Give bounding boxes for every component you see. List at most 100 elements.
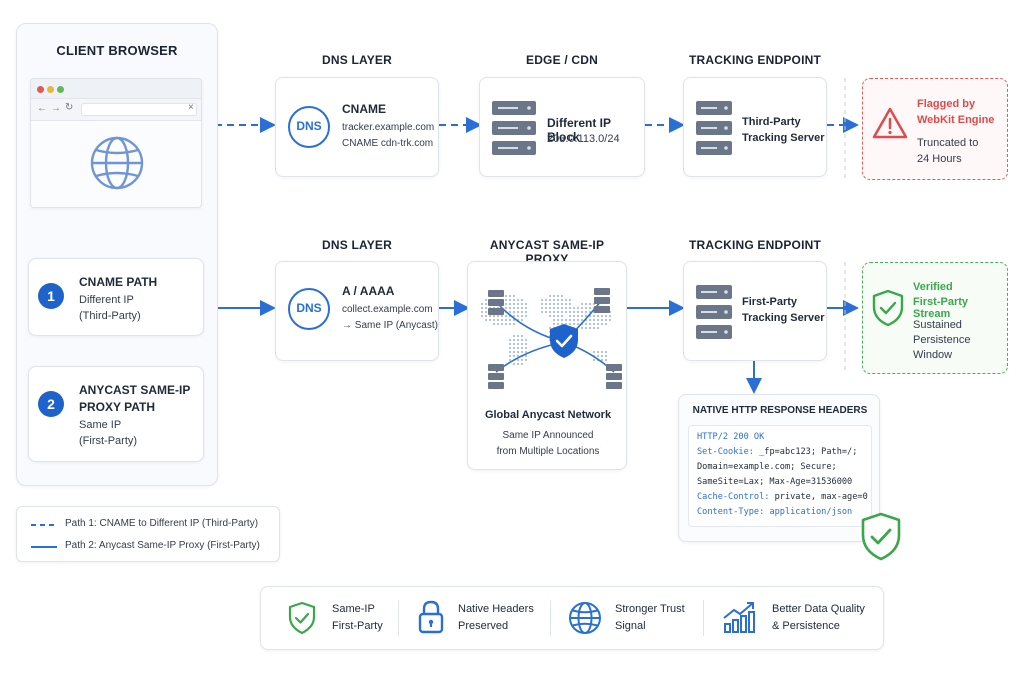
row2-track-line2: Tracking Server: [742, 312, 825, 324]
row1-track-card: Third-Party Tracking Server: [683, 77, 827, 177]
lock-icon: [418, 600, 444, 634]
flagged-line4: 24 Hours: [917, 153, 962, 165]
header-set-cookie: Set-Cookie: _fp=abc123; Path=/;: [697, 447, 858, 457]
window-minimize-dot[interactable]: [47, 86, 54, 93]
globe-icon: [90, 136, 144, 190]
map-dot: [584, 302, 588, 306]
address-clear-icon[interactable]: ×: [188, 102, 194, 113]
row1-edge-ip-block: 203.0.113.0/24: [547, 133, 620, 145]
address-bar[interactable]: [81, 103, 197, 116]
map-dot: [516, 338, 520, 342]
row1-track-line2: Tracking Server: [742, 132, 825, 144]
map-dot: [512, 322, 516, 326]
map-dot: [556, 318, 560, 322]
map-dot: [572, 310, 576, 314]
row1-track-line1: Third-Party: [742, 116, 801, 128]
client-browser-title: CLIENT BROWSER: [56, 43, 178, 58]
map-dot: [608, 314, 612, 318]
browser-toolbar: ← → ↻ ×: [31, 99, 201, 121]
map-dot: [576, 306, 580, 310]
map-dot: [544, 302, 548, 306]
map-dot: [584, 306, 588, 310]
proxy-line1: Same IP Announced: [502, 430, 594, 441]
map-dot: [576, 322, 580, 326]
map-dot: [508, 338, 512, 342]
verified-line2: First-Party Stream: [913, 296, 969, 320]
header-set-cookie-line3: SameSite=Lax; Max-Age=31536000: [697, 477, 853, 487]
map-dot: [516, 354, 520, 358]
map-dot: [516, 298, 520, 302]
cname-path-line2: (Third-Party): [79, 310, 141, 322]
map-dot: [596, 314, 600, 318]
map-dot: [596, 354, 600, 358]
map-dot: [568, 310, 572, 314]
map-dot: [600, 354, 604, 358]
map-dot: [604, 354, 608, 358]
map-dot: [520, 310, 524, 314]
server-icon: [492, 101, 536, 155]
map-dot: [544, 306, 548, 310]
verified-line4: Persistence: [913, 334, 971, 346]
shield-check-icon: [550, 324, 578, 358]
map-dot: [580, 310, 584, 314]
flagged-line1: Flagged by: [917, 98, 976, 110]
map-dot: [556, 302, 560, 306]
anycast-path-title-line2: PROXY PATH: [79, 400, 156, 414]
map-dot: [508, 350, 512, 354]
verified-line5: Window: [913, 349, 953, 361]
chart-growth-icon: [723, 602, 755, 633]
map-dot: [484, 298, 488, 302]
shield-check-icon: [288, 601, 316, 635]
map-dot: [504, 294, 508, 298]
map-dot: [516, 310, 520, 314]
http-headers-title: NATIVE HTTP RESPONSE HEADERS: [692, 405, 868, 416]
map-dot: [600, 358, 604, 362]
map-dot: [556, 310, 560, 314]
row1-dns-card: DNS CNAME tracker.example.com CNAME cdn-…: [275, 77, 439, 177]
benefit-data-quality-line2: & Persistence: [772, 620, 840, 632]
map-dot: [484, 310, 488, 314]
map-dot: [608, 318, 612, 322]
reload-icon[interactable]: ↻: [65, 102, 74, 113]
map-dot: [512, 298, 516, 302]
map-dot: [512, 338, 516, 342]
map-dot: [492, 318, 496, 322]
map-dot: [584, 310, 588, 314]
forward-arrow-icon[interactable]: →: [51, 103, 61, 114]
window-maximize-dot[interactable]: [57, 86, 64, 93]
map-dot: [508, 302, 512, 306]
row2-track-line1: First-Party: [742, 296, 798, 308]
map-dot: [560, 318, 564, 322]
map-dot: [568, 318, 572, 322]
map-dot: [556, 294, 560, 298]
map-dot: [496, 322, 500, 326]
back-arrow-icon[interactable]: ←: [37, 103, 47, 114]
benefit-data-quality: Better Data Quality & Persistence: [704, 586, 884, 650]
world-map-icon: [480, 288, 622, 389]
row2-dns-line2: → Same IP (Anycast): [342, 320, 438, 331]
map-dot: [516, 314, 520, 318]
map-dot: [520, 342, 524, 346]
map-dot: [508, 346, 512, 350]
map-dot: [484, 318, 488, 322]
map-dot: [512, 294, 516, 298]
map-dot: [600, 314, 604, 318]
map-dot: [552, 310, 556, 314]
header-status: HTTP/2 200 OK: [697, 432, 765, 442]
anycast-path-card: 2 ANYCAST SAME-IP PROXY PATH Same IP (Fi…: [28, 366, 204, 462]
map-dot: [580, 302, 584, 306]
flagged-result-box: Flagged by WebKit Engine Truncated to 24…: [862, 78, 1008, 180]
server-icon: [696, 285, 732, 339]
map-dot: [508, 306, 512, 310]
map-dot: [480, 302, 484, 306]
legend-item-path2: Path 2: Anycast Same-IP Proxy (First-Par…: [65, 540, 260, 551]
map-dot: [564, 310, 568, 314]
map-dot: [504, 298, 508, 302]
map-dot: [584, 322, 588, 326]
benefit-native-headers-line2: Preserved: [458, 620, 509, 632]
http-headers-code: [688, 425, 872, 527]
window-close-dot[interactable]: [37, 86, 44, 93]
map-dot: [520, 338, 524, 342]
verified-line1: Verified: [913, 281, 953, 293]
map-dot: [600, 350, 604, 354]
